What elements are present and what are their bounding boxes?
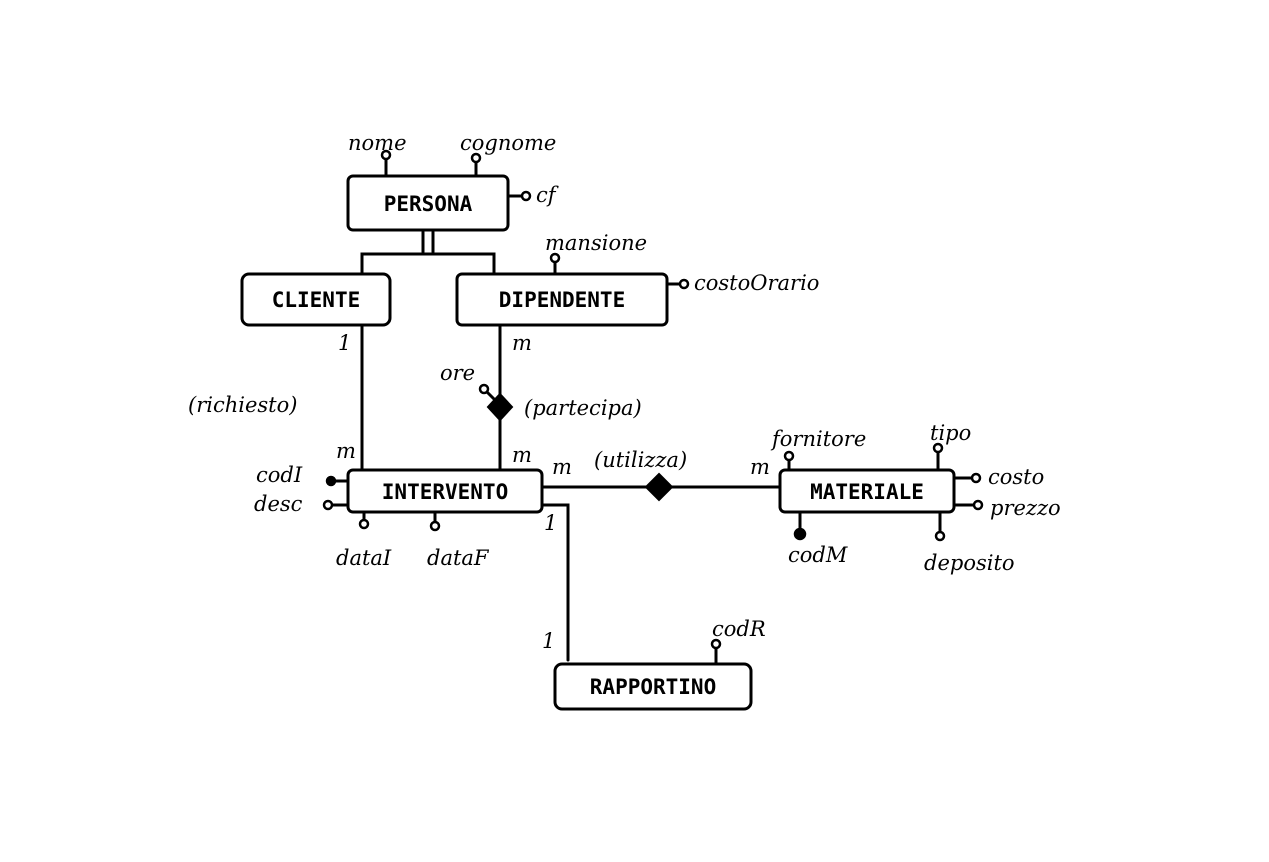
attr-deposito: deposito (924, 551, 1015, 575)
mansione-marker (549, 252, 561, 264)
dataF-marker (429, 520, 441, 532)
codR-marker (710, 638, 722, 650)
attr-ore: ore (440, 361, 475, 385)
entity-materiale-label: MATERIALE (810, 480, 924, 504)
entity-intervento: INTERVENTO (346, 468, 544, 514)
generalization-branch (360, 252, 496, 276)
attr-codI: codI (256, 463, 303, 487)
tipo-marker (932, 442, 944, 454)
deposito-marker (934, 530, 946, 542)
attr-fornitore: fornitore (770, 427, 866, 451)
card-cliente-richiesto: 1 (338, 331, 351, 355)
entity-dipendente-label: DIPENDENTE (499, 288, 625, 312)
cognome-marker (470, 152, 482, 164)
entity-intervento-label: INTERVENTO (382, 480, 508, 504)
cardinality-labels: 1 m m m m m 1 1 (336, 331, 770, 653)
card-intervento-utilizza: m (552, 455, 572, 479)
attribute-markers (322, 149, 984, 650)
dataI-marker (358, 518, 370, 530)
card-rapportino-intervento: 1 (542, 629, 555, 653)
attr-nome: nome (348, 131, 407, 155)
entity-rapportino-label: RAPPORTINO (590, 675, 716, 699)
attr-mansione: mansione (545, 231, 647, 255)
attr-prezzo: prezzo (990, 496, 1061, 520)
desc-marker (322, 499, 334, 511)
entity-cliente-label: CLIENTE (272, 288, 361, 312)
entity-materiale: MATERIALE (778, 468, 956, 514)
rel-partecipa: (partecipa) (524, 396, 642, 420)
attr-codR: codR (712, 617, 766, 641)
codI-marker (325, 475, 337, 487)
card-materiale-utilizza: m (750, 455, 770, 479)
card-dipendente-partecipa: m (512, 331, 532, 355)
rel-utilizza: (utilizza) (594, 448, 687, 472)
entity-persona: PERSONA (346, 174, 510, 232)
entity-dipendente: DIPENDENTE (455, 272, 669, 327)
attr-costo: costo (988, 465, 1044, 489)
card-intervento-rapportino: 1 (544, 511, 557, 535)
attr-cognome: cognome (460, 131, 556, 155)
attribute-stems (330, 153, 976, 668)
attr-desc: desc (254, 492, 303, 516)
card-intervento-richiesto: m (336, 439, 356, 463)
attr-dataI: dataI (336, 546, 392, 570)
card-intervento-partecipa: m (512, 443, 532, 467)
rapportino-line (540, 503, 570, 662)
prezzo-marker (972, 499, 984, 511)
entity-persona-label: PERSONA (384, 192, 473, 216)
nome-marker (380, 149, 392, 161)
entity-rapportino: RAPPORTINO (553, 662, 753, 711)
cf-marker (520, 190, 532, 202)
ore-marker (478, 383, 490, 395)
entity-cliente: CLIENTE (240, 272, 392, 327)
partecipa-diamond (486, 392, 514, 422)
utilizza-diamond (644, 472, 674, 502)
relationship-labels: (richiesto) (partecipa) (utilizza) (188, 393, 687, 472)
fornitore-marker (783, 450, 795, 462)
attr-tipo: tipo (930, 421, 971, 445)
rel-richiesto: (richiesto) (188, 393, 297, 417)
attr-cf: cf (536, 183, 559, 207)
costo-marker (970, 472, 982, 484)
attribute-labels: nome cognome cf mansione costoOrario cod… (254, 131, 1061, 641)
codM-marker (793, 527, 807, 541)
costoOrario-marker (678, 278, 690, 290)
attr-costoOrario: costoOrario (694, 271, 819, 295)
attr-dataF: dataF (427, 546, 490, 570)
attr-codM: codM (788, 543, 848, 567)
